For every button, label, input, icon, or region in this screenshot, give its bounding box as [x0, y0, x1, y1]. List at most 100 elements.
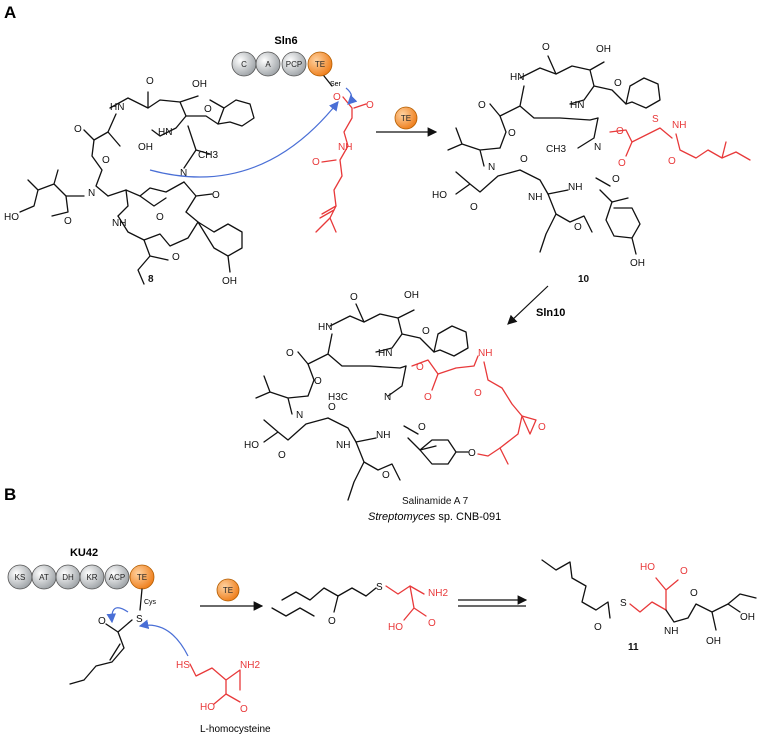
svg-text:O: O — [156, 212, 164, 223]
compound-10-structure: HN OH O HN O O O N CH3 HO N O O NH NH O … — [432, 42, 751, 285]
svg-text:O: O — [172, 252, 180, 263]
svg-text:HO: HO — [432, 190, 447, 201]
svg-text:O: O — [470, 202, 478, 213]
svg-text:O: O — [428, 618, 436, 629]
svg-text:O: O — [212, 190, 220, 201]
organism-name: Streptomyces sp. CNB-091 — [368, 511, 501, 523]
svg-text:Sln10: Sln10 — [536, 307, 565, 319]
svg-text:O: O — [422, 326, 430, 337]
svg-text:O: O — [74, 124, 82, 135]
svg-text:OH: OH — [222, 276, 237, 287]
svg-text:O: O — [614, 78, 622, 89]
svg-text:S: S — [136, 614, 143, 625]
svg-text:O: O — [286, 348, 294, 359]
svg-text:S: S — [376, 582, 383, 593]
compound-8-label: 8 — [148, 274, 154, 285]
panel-a-label: A — [4, 3, 16, 22]
svg-text:O: O — [98, 616, 106, 627]
domain-c-label: C — [241, 60, 247, 69]
svg-text:O: O — [616, 126, 624, 137]
svg-text:O: O — [64, 216, 72, 227]
salinamide-a-structure: HN OH O HN O O O H3C N HO N O O NH NH O … — [244, 290, 546, 523]
svg-text:O: O — [508, 128, 516, 139]
svg-text:OH: OH — [192, 79, 207, 90]
arrow-sln10: Sln10 — [507, 285, 565, 325]
svg-text:O: O — [478, 100, 486, 111]
svg-text:AT: AT — [39, 573, 49, 582]
svg-text:NH: NH — [376, 430, 390, 441]
svg-text:O: O — [680, 566, 688, 577]
svg-text:TE: TE — [223, 586, 233, 595]
ku42-substrate: S O HS NH2 HO O L-homocysteine — [69, 607, 271, 735]
ser-label: Ser — [330, 81, 342, 88]
svg-text:CH3: CH3 — [546, 144, 566, 155]
svg-text:NH: NH — [478, 348, 492, 359]
arrow-te-panel-b: TE — [200, 578, 264, 611]
svg-text:O: O — [418, 422, 426, 433]
svg-text:O: O — [102, 155, 110, 166]
svg-text:NH: NH — [336, 440, 350, 451]
domain-a-label: A — [265, 60, 271, 69]
svg-text:N: N — [384, 392, 391, 403]
svg-text:KR: KR — [86, 573, 97, 582]
svg-text:O: O — [366, 100, 374, 111]
ku42-module: KU42 KS AT DH KR ACP TE Cys — [7, 547, 157, 611]
svg-text:S: S — [620, 598, 627, 609]
svg-text:DH: DH — [62, 573, 74, 582]
svg-text:NH: NH — [664, 626, 678, 637]
svg-text:O: O — [574, 222, 582, 233]
svg-text:HS: HS — [176, 660, 190, 671]
svg-text:Cys: Cys — [144, 599, 157, 606]
compound-10-label: 10 — [578, 274, 590, 285]
svg-text:O: O — [468, 448, 476, 459]
svg-text:HN: HN — [318, 322, 332, 333]
domain-te — [307, 51, 333, 77]
svg-text:O: O — [240, 704, 248, 715]
svg-text:HO: HO — [4, 212, 19, 223]
sln6-module: Sln6 C A PCP TE Ser — [231, 35, 342, 88]
svg-text:O: O — [204, 104, 212, 115]
svg-text:OH: OH — [706, 636, 721, 647]
multistep-arrow-b — [458, 595, 528, 607]
homocysteine-label: L-homocysteine — [200, 724, 271, 735]
svg-text:CH3: CH3 — [198, 150, 218, 161]
svg-text:TE: TE — [401, 114, 411, 123]
svg-text:N: N — [488, 162, 495, 173]
svg-text:O: O — [416, 362, 424, 373]
compound-11-structure: O S HO O NH O OH OH 11 — [541, 559, 757, 653]
svg-text:O: O — [424, 392, 432, 403]
compound-8-structure: O O NH O HN OH O HN O N CH3 O OH O N NH … — [4, 76, 374, 287]
svg-text:OH: OH — [630, 258, 645, 269]
svg-text:HN: HN — [378, 348, 392, 359]
svg-text:S: S — [652, 114, 659, 125]
svg-text:O: O — [538, 422, 546, 433]
svg-text:O: O — [520, 154, 528, 165]
svg-text:OH: OH — [404, 290, 419, 301]
svg-text:OH: OH — [740, 612, 755, 623]
domain-a — [255, 51, 281, 77]
svg-text:ACP: ACP — [109, 573, 125, 582]
thioester-intermediate: O S NH2 HO O — [271, 582, 448, 633]
svg-text:O: O — [690, 588, 698, 599]
svg-text:O: O — [350, 292, 358, 303]
svg-text:HN: HN — [110, 102, 124, 113]
svg-text:O: O — [146, 76, 154, 87]
ku42-label: KU42 — [70, 547, 98, 559]
svg-text:NH: NH — [528, 192, 542, 203]
svg-text:NH: NH — [568, 182, 582, 193]
svg-text:O: O — [594, 622, 602, 633]
product-name: Salinamide A 7 — [402, 496, 469, 507]
domain-pcp-label: PCP — [286, 60, 302, 69]
svg-text:N: N — [88, 188, 95, 199]
svg-text:NH: NH — [672, 120, 686, 131]
svg-text:NH2: NH2 — [240, 660, 260, 671]
svg-text:TE: TE — [137, 573, 147, 582]
svg-text:NH: NH — [112, 218, 126, 229]
svg-text:N: N — [180, 168, 187, 179]
svg-text:O: O — [382, 470, 390, 481]
svg-text:HN: HN — [158, 127, 172, 138]
svg-text:HN: HN — [510, 72, 524, 83]
domain-acp — [104, 564, 130, 590]
svg-text:NH: NH — [338, 142, 352, 153]
domain-pcp — [281, 51, 307, 77]
